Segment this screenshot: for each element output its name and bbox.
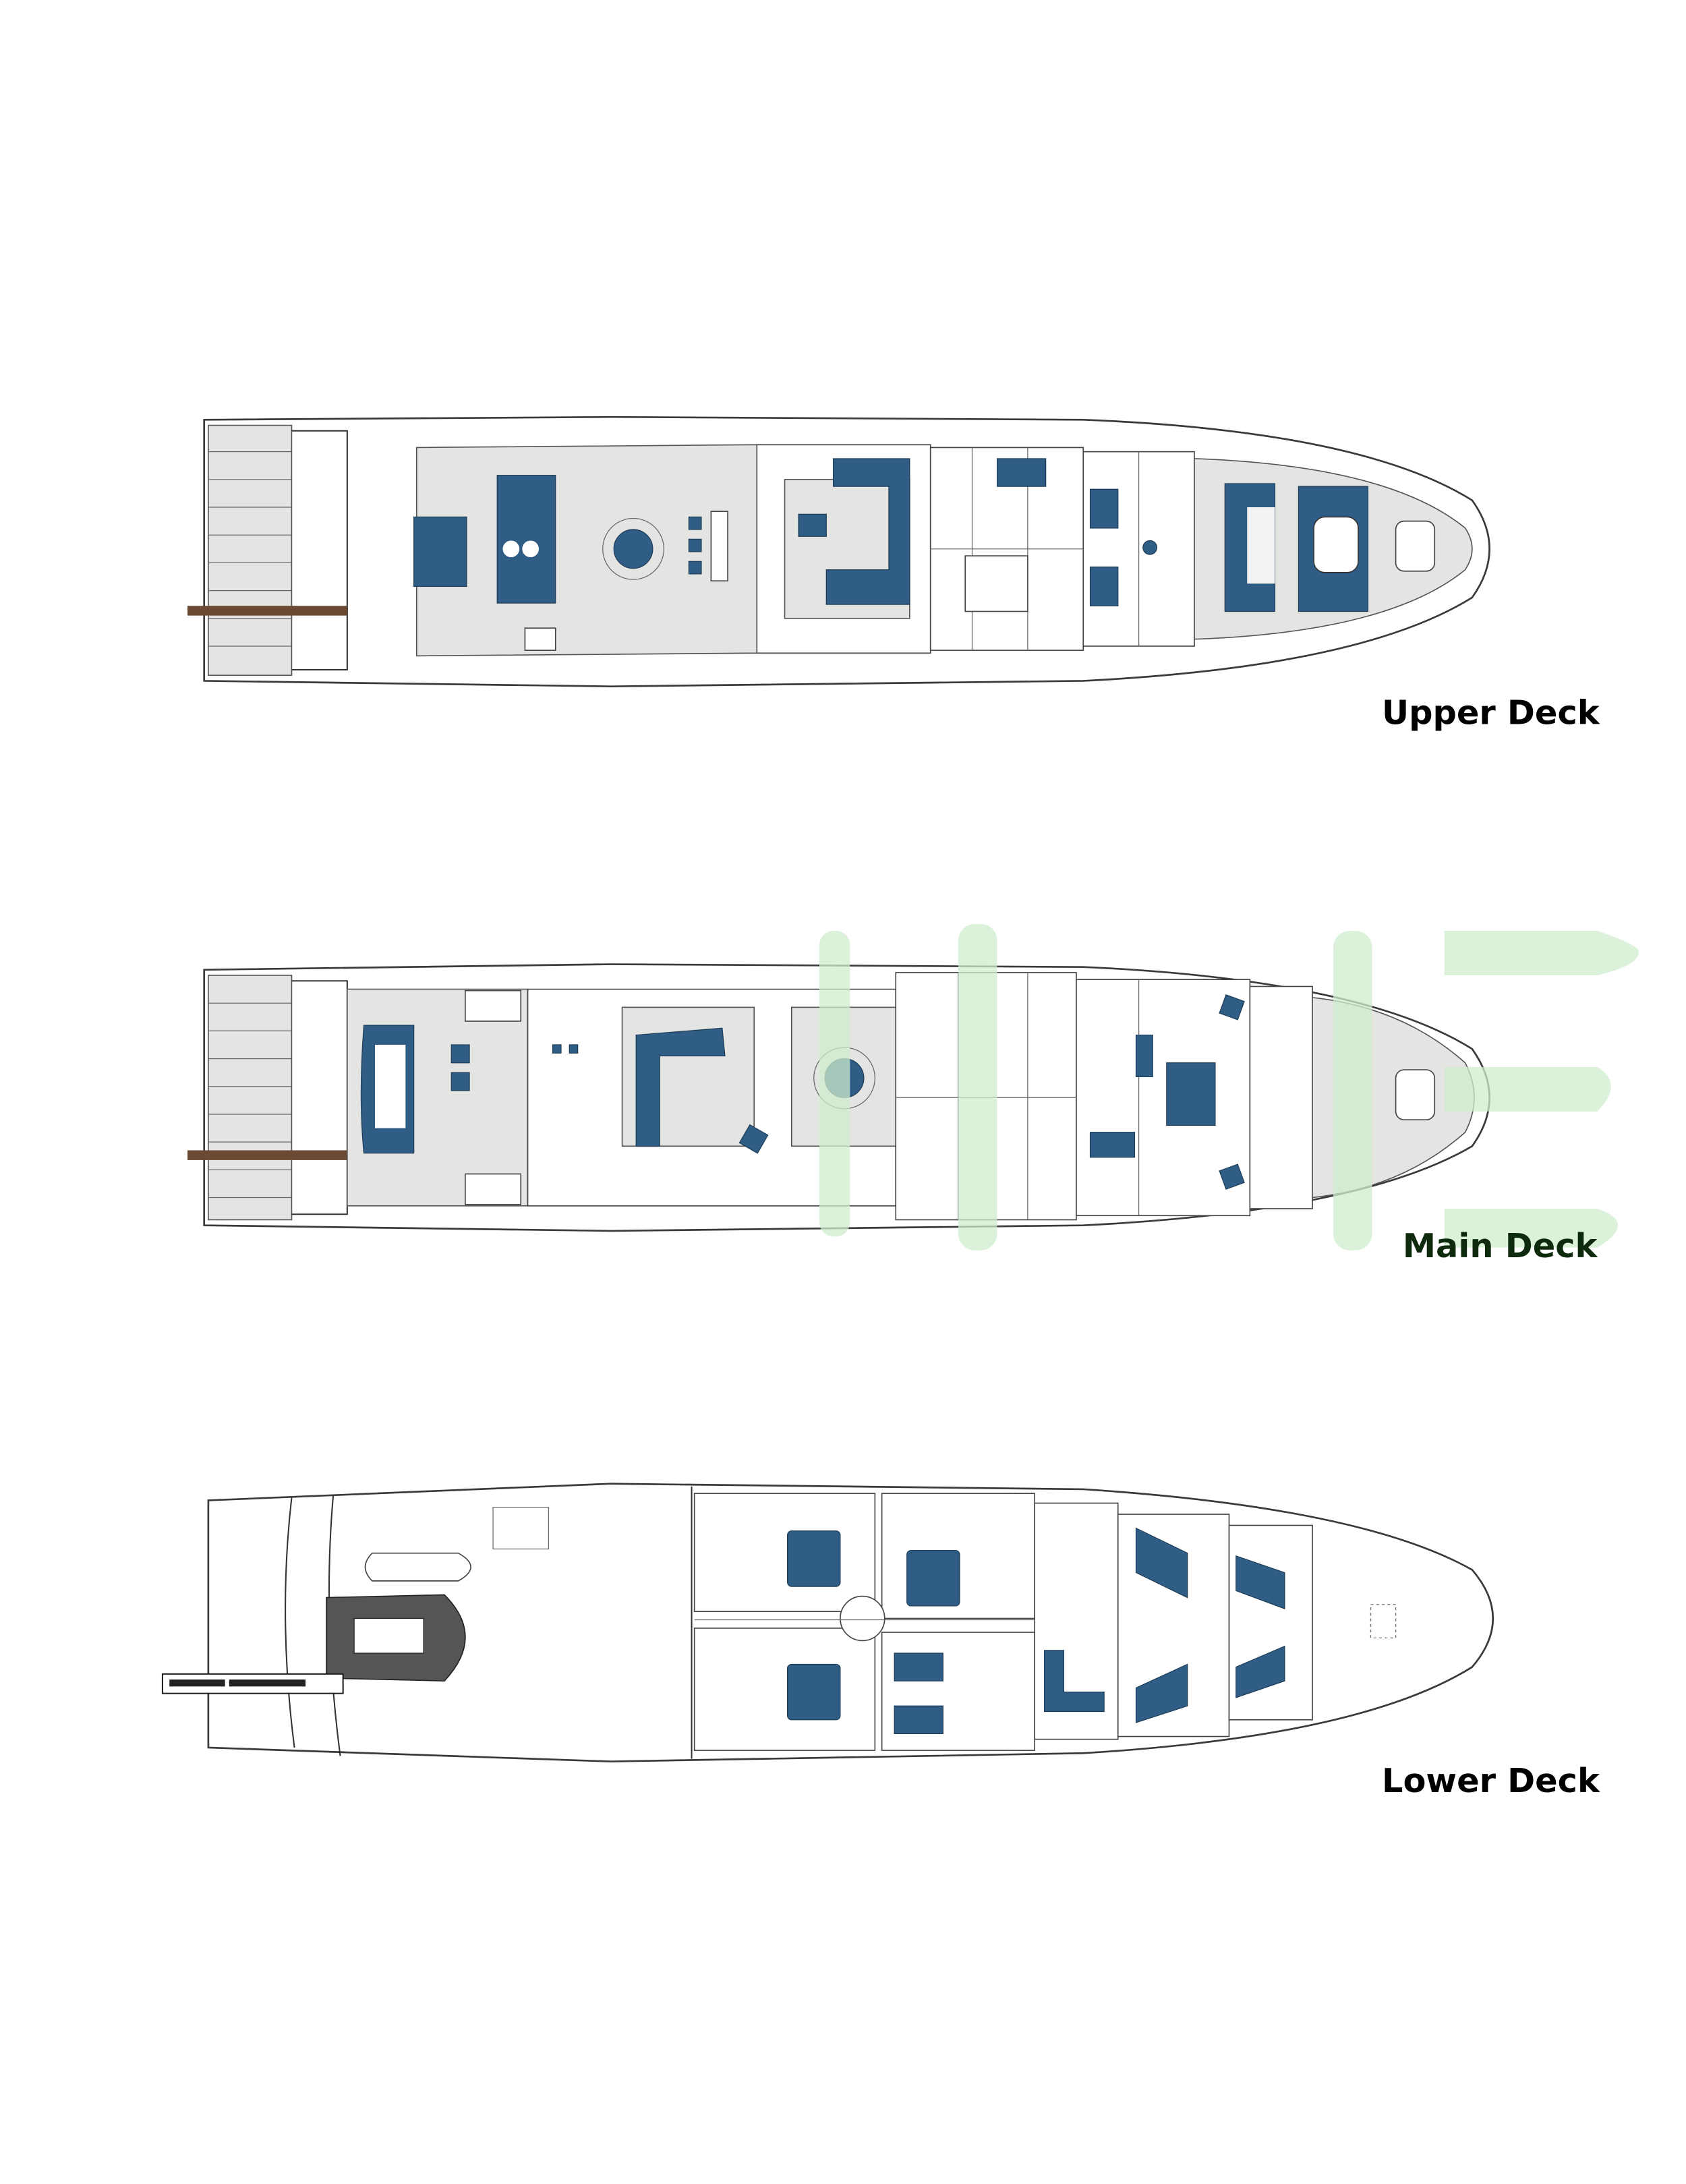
upper-deck-plan (187, 415, 1490, 688)
lower-deck-label: Lower Deck (1382, 1761, 1600, 1800)
lower-deck-plan (161, 1483, 1494, 1762)
watermark (819, 923, 1639, 1251)
main-deck-plan (187, 923, 1639, 1251)
main-deck-label: Main Deck (1403, 1226, 1598, 1265)
upper-deck-label: Upper Deck (1382, 693, 1600, 732)
